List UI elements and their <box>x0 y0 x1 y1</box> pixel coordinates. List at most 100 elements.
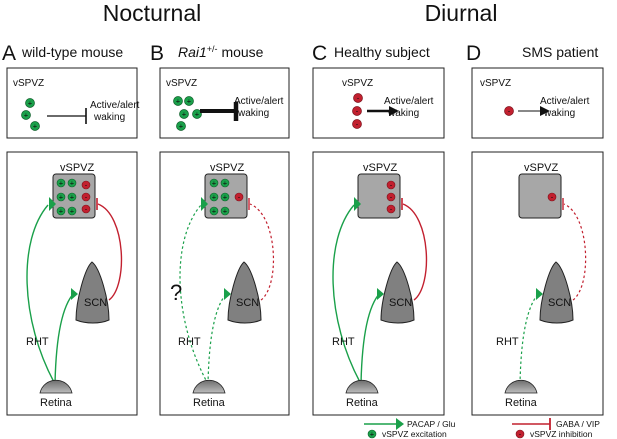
plus-sign: + <box>59 207 64 216</box>
plus-sign: + <box>179 122 184 131</box>
plus-sign: + <box>187 97 192 106</box>
panel-title-b-sup: +/- <box>207 44 218 54</box>
plus-sign: + <box>59 193 64 202</box>
panel-title-b-italic: Rai1 <box>178 44 207 60</box>
panel-a-top-box: vSPVZ + + + Active/alert waking <box>6 67 140 139</box>
rht-to-vspvz-line-dashed <box>179 204 209 385</box>
waking-label: waking <box>237 108 269 119</box>
scn-to-vspvz-gaba-line-dashed <box>563 203 587 301</box>
vspvz-label: vSPVZ <box>524 162 559 174</box>
plus-sign: + <box>70 193 75 202</box>
plus-sign: + <box>212 207 217 216</box>
vspvz-label: vSPVZ <box>363 162 398 174</box>
scn-label: SCN <box>389 297 412 309</box>
rht-to-scn-line-dashed <box>519 292 540 385</box>
excitation-cells: + + + <box>21 98 40 131</box>
retina-label: Retina <box>40 397 73 409</box>
panel-b-top-box: vSPVZ + + + + + Active/alert waking <box>159 67 290 139</box>
rht-label: RHT <box>496 336 519 348</box>
header-nocturnal: Nocturnal <box>103 0 201 26</box>
minus-sign: - <box>551 193 554 202</box>
retina-label: Retina <box>346 397 379 409</box>
active-alert-label: Active/alert <box>90 100 140 111</box>
vspvz-label: vSPVZ <box>210 162 245 174</box>
vspvz-inhibition-cells: - - - <box>81 181 91 214</box>
panel-c-title: C Healthy subject <box>312 42 430 65</box>
retina-label: Retina <box>193 397 226 409</box>
panel-b-circuit: vSPVZ + + + + + + - SCN ? RHT Retina <box>159 151 290 416</box>
legend-inhibition-label: vSPVZ inhibition <box>530 429 593 439</box>
waking-label: waking <box>543 108 575 119</box>
vspvz-label: vSPVZ <box>342 78 373 89</box>
minus-sign: - <box>390 181 393 190</box>
panel-title-c: Healthy subject <box>334 44 430 60</box>
retina-shape <box>504 379 538 394</box>
panel-letter-d: D <box>466 42 481 65</box>
pacap-terminal <box>201 197 208 211</box>
pacap-terminal <box>536 288 543 300</box>
panel-d-title: D SMS patient <box>466 42 598 65</box>
vspvz-label: vSPVZ <box>60 162 95 174</box>
panel-a-title: A wild-type mouse <box>2 42 123 65</box>
plus-sign: + <box>70 179 75 188</box>
plus-sign: + <box>28 99 33 108</box>
rht-to-vspvz-line <box>332 204 362 385</box>
plus-sign: + <box>59 179 64 188</box>
retina-shape <box>192 379 226 394</box>
scn-nucleus <box>75 261 110 324</box>
vspvz-label: vSPVZ <box>13 78 44 89</box>
active-alert-label: Active/alert <box>384 96 434 107</box>
vspvz-box <box>518 173 562 219</box>
plus-sign: + <box>195 110 200 119</box>
vspvz-label: vSPVZ <box>166 78 197 89</box>
plus-sign: + <box>223 179 228 188</box>
active-alert-label: Active/alert <box>540 96 590 107</box>
vspvz-excitation-cells: + + + + + + <box>209 179 230 216</box>
rht-to-scn-line <box>360 292 381 385</box>
pacap-terminal <box>224 288 231 300</box>
pacap-terminal <box>354 197 361 211</box>
panel-letter-b: B <box>150 42 164 65</box>
plus-sign: + <box>24 111 29 120</box>
panel-a-circuit: vSPVZ + + + + + + - - - SCN RHT Retina <box>6 151 138 416</box>
scn-label: SCN <box>236 297 259 309</box>
panel-d-circuit: vSPVZ - SCN RHT Retina <box>471 151 604 416</box>
scn-nucleus <box>539 261 574 324</box>
unknown-pathway-mark: ? <box>170 280 182 305</box>
minus-sign: - <box>519 430 522 439</box>
rht-to-vspvz-line <box>26 204 56 385</box>
rht-to-scn-line-dashed <box>207 292 228 385</box>
panel-d-top-box: vSPVZ - Active/alert waking <box>471 67 604 139</box>
rht-label: RHT <box>178 336 201 348</box>
panel-letter-a: A <box>2 42 16 65</box>
rht-to-scn-line <box>54 292 75 385</box>
vspvz-inhibition-cells: - - - <box>386 181 396 214</box>
minus-sign: - <box>238 193 241 202</box>
vspvz-label: vSPVZ <box>480 78 511 89</box>
excitation-cells: + + + + + <box>173 96 202 131</box>
minus-sign: - <box>85 181 88 190</box>
scn-to-vspvz-gaba-line-dashed <box>249 203 275 301</box>
legend-pacap-terminal <box>396 418 404 430</box>
minus-sign: - <box>508 107 511 116</box>
vspvz-inhibition-cell <box>234 192 244 202</box>
plus-sign: + <box>370 430 375 439</box>
scn-nucleus <box>227 261 262 324</box>
plus-sign: + <box>33 122 38 131</box>
legend-inhibition-dot <box>515 429 525 439</box>
minus-sign: - <box>356 120 359 129</box>
scn-nucleus <box>380 261 415 324</box>
active-alert-label: Active/alert <box>234 96 284 107</box>
plus-sign: + <box>212 193 217 202</box>
plus-sign: + <box>212 179 217 188</box>
panel-title-b: Rai1+/- mouse <box>178 44 264 60</box>
rht-label: RHT <box>26 336 49 348</box>
minus-sign: - <box>390 205 393 214</box>
inhibition-cells: - - - <box>352 93 363 129</box>
rht-label: RHT <box>332 336 355 348</box>
retina-label: Retina <box>505 397 538 409</box>
scn-to-vspvz-gaba-line <box>97 203 123 301</box>
panel-c-circuit: vSPVZ - - - SCN RHT Retina <box>312 151 445 416</box>
waking-label: waking <box>387 108 419 119</box>
